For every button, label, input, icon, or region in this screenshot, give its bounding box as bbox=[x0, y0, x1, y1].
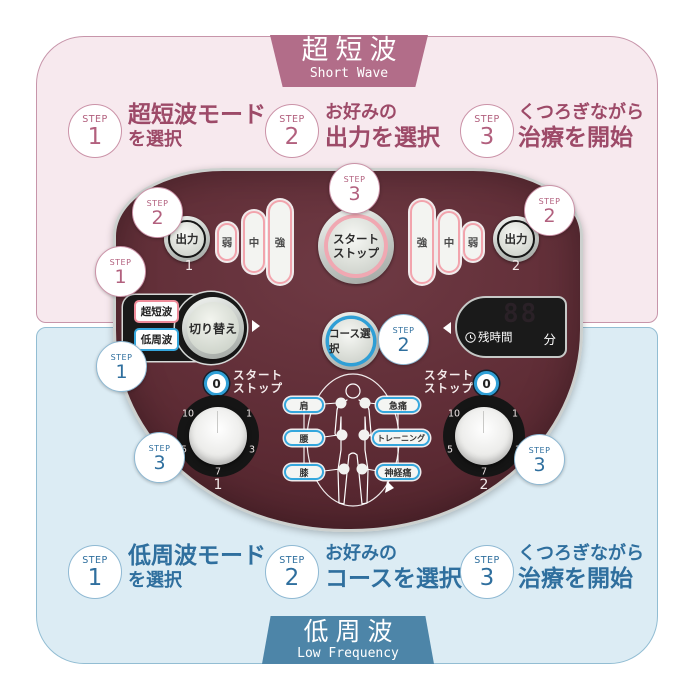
clock-icon bbox=[465, 331, 476, 343]
chevron-right-icon bbox=[252, 320, 260, 332]
chevron-left-icon bbox=[443, 322, 451, 334]
course-neuralgia-button[interactable]: 神経痛 bbox=[376, 464, 420, 480]
top-step3-badge: STEP 3 bbox=[460, 104, 514, 158]
bottom-step3-badge: STEP 3 bbox=[460, 545, 514, 599]
dial-channel-2-label: 2 bbox=[479, 477, 489, 493]
course-training-button[interactable]: トレーニング bbox=[372, 430, 430, 446]
electrode-dots bbox=[335, 397, 371, 475]
output-channel-1-label: 1 bbox=[184, 259, 194, 274]
course-select-button[interactable]: コース選択 bbox=[322, 312, 380, 370]
start-stop-label-right: スタートストップ bbox=[424, 368, 474, 395]
level-weak-indicator-right: 弱 bbox=[463, 223, 483, 261]
remaining-time-display: 88 残時間 分 bbox=[455, 296, 567, 358]
shortwave-header: 超短波 Short Wave bbox=[270, 35, 428, 87]
shortwave-mode-label: 超短波 bbox=[134, 300, 179, 323]
zero-button-left[interactable]: 0 bbox=[204, 371, 229, 396]
top-step3-label: くつろぎながら 治療を開始 bbox=[518, 102, 644, 151]
level-mid-indicator-left: 中 bbox=[243, 211, 265, 273]
bottom-step2-badge: STEP 2 bbox=[265, 545, 319, 599]
top-step2-badge: STEP 2 bbox=[265, 104, 319, 158]
start-stop-button-top[interactable]: スタート ストップ bbox=[318, 208, 394, 284]
level-mid-indicator-right: 中 bbox=[438, 211, 460, 273]
dial-channel-1-label: 1 bbox=[213, 477, 223, 493]
bottom-step1-badge: STEP 1 bbox=[68, 545, 122, 599]
mode-switch-button[interactable]: 切り替え bbox=[182, 297, 244, 359]
device-control-panel: 出力 1 弱 中 強 スタート ストップ 強 中 弱 出力 2 超短波 低周波 … bbox=[113, 168, 583, 532]
remaining-time-label: 残時間 bbox=[465, 329, 513, 345]
intensity-knob-2[interactable]: 10 1 3 7 5 bbox=[443, 395, 525, 478]
minutes-unit-label: 分 bbox=[543, 332, 556, 347]
course-waist-button[interactable]: 腰 bbox=[284, 430, 324, 446]
rotation-arrow-icon bbox=[385, 481, 394, 493]
start-stop-label-left: スタートストップ bbox=[233, 368, 283, 395]
bottom-step1-label: 低周波モード を選択 bbox=[128, 542, 266, 591]
lowfreq-header: 低周波 Low Frequency bbox=[262, 616, 434, 664]
top-step1-badge: STEP 1 bbox=[68, 104, 122, 158]
top-step1-label: 超短波モード を選択 bbox=[128, 101, 266, 150]
lowfreq-mode-label: 低周波 bbox=[134, 328, 179, 351]
course-acute-pain-button[interactable]: 急痛 bbox=[376, 397, 420, 413]
zero-button-right[interactable]: 0 bbox=[474, 371, 499, 396]
shortwave-title: 超短波 bbox=[301, 35, 404, 66]
display-digits: 88 bbox=[503, 299, 539, 329]
level-strong-indicator-right: 強 bbox=[410, 200, 434, 284]
lowfreq-title: 低周波 bbox=[303, 617, 400, 646]
bottom-step3-label: くつろぎながら 治療を開始 bbox=[518, 543, 644, 592]
lowfreq-subtitle: Low Frequency bbox=[297, 646, 399, 661]
knob-cap[interactable] bbox=[455, 407, 513, 465]
output-channel-2-label: 2 bbox=[511, 259, 521, 274]
level-strong-indicator-left: 強 bbox=[268, 200, 292, 284]
shortwave-subtitle: Short Wave bbox=[309, 66, 389, 81]
knob-cap[interactable] bbox=[189, 407, 247, 465]
course-knee-button[interactable]: 膝 bbox=[284, 464, 324, 480]
bottom-step2-label: お好みの コースを選択 bbox=[325, 543, 462, 592]
top-step2-label: お好みの 出力を選択 bbox=[325, 102, 440, 151]
level-weak-indicator-left: 弱 bbox=[217, 223, 237, 261]
course-shoulder-button[interactable]: 肩 bbox=[284, 397, 324, 413]
intensity-knob-1[interactable]: 10 1 3 7 5 bbox=[177, 395, 259, 478]
